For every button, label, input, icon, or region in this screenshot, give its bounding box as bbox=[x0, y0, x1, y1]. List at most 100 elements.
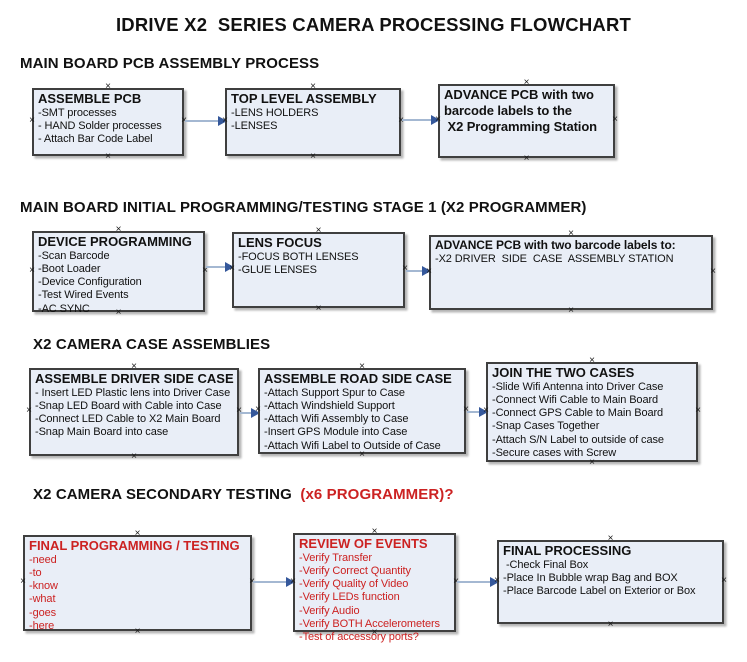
connection-point-icon bbox=[611, 115, 619, 125]
box-item: -need bbox=[29, 553, 57, 566]
box-item: -Verify LEDs function bbox=[299, 591, 400, 604]
connection-point-icon bbox=[523, 154, 531, 164]
connection-point-icon bbox=[358, 362, 366, 372]
box-item: -SMT processes bbox=[38, 106, 117, 119]
box-title: FINAL PROGRAMMING / TESTING bbox=[29, 538, 240, 553]
connection-point-icon bbox=[115, 225, 123, 235]
box-title: TOP LEVEL ASSEMBLY bbox=[231, 91, 377, 106]
box-item: - Attach Bar Code Label bbox=[38, 133, 153, 146]
box-item: -LENS HOLDERS bbox=[231, 106, 319, 119]
connection-point-icon bbox=[397, 116, 405, 126]
box-item: -GLUE LENSES bbox=[238, 264, 317, 277]
connection-point-icon bbox=[19, 577, 27, 587]
connection-point-icon bbox=[523, 78, 531, 88]
connection-point-icon bbox=[567, 306, 575, 316]
box-item: -Check Final Box bbox=[503, 558, 589, 571]
box-item: - Insert LED Plastic lens into Driver Ca… bbox=[35, 386, 231, 399]
box-item: -Snap Cases Together bbox=[492, 420, 600, 433]
flow-box-device-programming: DEVICE PROGRAMMING -Scan Barcode -Boot L… bbox=[32, 231, 205, 315]
flow-box-assemble-driver-side-case: ASSEMBLE DRIVER SIDE CASE - Insert LED P… bbox=[29, 368, 239, 456]
box-title: ADVANCE PCB with two barcode labels to: bbox=[435, 238, 676, 252]
connection-point-icon bbox=[709, 267, 717, 277]
connection-point-icon bbox=[28, 116, 36, 126]
box-title: REVIEW OF EVENTS bbox=[299, 536, 428, 551]
flow-box-final-processing: FINAL PROCESSING -Check Final Box -Place… bbox=[497, 540, 724, 624]
section-header-secondary-testing: X2 CAMERA SECONDARY TESTING (x6 PROGRAMM… bbox=[33, 486, 454, 503]
box-item: barcode labels to the bbox=[444, 102, 572, 118]
flow-box-assemble-pcb: ASSEMBLE PCB -SMT processes - HAND Solde… bbox=[32, 88, 184, 156]
connection-point-icon bbox=[462, 405, 470, 415]
box-item: -Place In Bubble wrap Bag and BOX bbox=[503, 572, 678, 585]
box-item: -Verify Quality of Video bbox=[299, 578, 409, 591]
box-item: -Slide Wifi Antenna into Driver Case bbox=[492, 380, 664, 393]
box-item: -AC SYNC bbox=[38, 302, 90, 315]
connection-point-icon bbox=[694, 406, 702, 416]
flow-box-lens-focus: LENS FOCUS -FOCUS BOTH LENSES -GLUE LENS… bbox=[232, 232, 405, 308]
box-item: -Device Configuration bbox=[38, 276, 142, 289]
box-item: -Connect GPS Cable to Main Board bbox=[492, 407, 664, 420]
flow-arrow bbox=[457, 577, 499, 587]
box-title: LENS FOCUS bbox=[238, 235, 322, 250]
box-item: -Verify BOTH Accelerometers bbox=[299, 617, 440, 630]
box-item: -Connect Wifi Cable to Main Board bbox=[492, 394, 659, 407]
box-title: ASSEMBLE ROAD SIDE CASE bbox=[264, 371, 452, 386]
connection-point-icon bbox=[434, 115, 442, 125]
connection-point-icon bbox=[401, 264, 409, 274]
flow-arrow bbox=[185, 116, 227, 126]
section-header-text: X2 CAMERA SECONDARY TESTING bbox=[33, 486, 297, 503]
box-title: ASSEMBLE PCB bbox=[38, 91, 142, 106]
box-item: -X2 DRIVER SIDE CASE ASSEMBLY STATION bbox=[435, 252, 674, 265]
box-item: -know bbox=[29, 580, 58, 593]
box-item: -Attach Support Spur to Case bbox=[264, 386, 405, 399]
box-item: -LENSES bbox=[231, 120, 278, 133]
flow-box-advance-pcb-driver-side-station: ADVANCE PCB with two barcode labels to: … bbox=[429, 235, 713, 310]
box-item: -Test Wired Events bbox=[38, 289, 129, 302]
flow-box-advance-pcb-programming-station: ADVANCE PCB with two barcode labels to t… bbox=[438, 84, 615, 158]
connection-point-icon bbox=[28, 266, 36, 276]
section-header-initial-programming: MAIN BOARD INITIAL PROGRAMMING/TESTING S… bbox=[20, 199, 587, 216]
box-title: DEVICE PROGRAMMING bbox=[38, 234, 192, 249]
connection-point-icon bbox=[130, 452, 138, 462]
box-item: -Attach S/N Label to outside of case bbox=[492, 433, 664, 446]
connection-point-icon bbox=[607, 534, 615, 544]
box-item: -Secure cases with Screw bbox=[492, 446, 617, 459]
connection-point-icon bbox=[425, 267, 433, 277]
connection-point-icon bbox=[588, 458, 596, 468]
connection-point-icon bbox=[567, 229, 575, 239]
box-item: -Scan Barcode bbox=[38, 249, 110, 262]
connection-point-icon bbox=[221, 116, 229, 126]
box-item: -Snap Main Board into case bbox=[35, 426, 169, 439]
flow-box-review-of-events: REVIEW OF EVENTS -Verify Transfer -Verif… bbox=[293, 533, 456, 643]
connection-point-icon bbox=[588, 356, 596, 366]
connection-point-icon bbox=[371, 527, 379, 537]
box-item: -goes bbox=[29, 606, 57, 619]
connection-point-icon bbox=[371, 628, 379, 638]
connection-point-icon bbox=[134, 529, 142, 539]
connection-point-icon bbox=[289, 577, 297, 587]
flow-box-top-level-assembly: TOP LEVEL ASSEMBLY -LENS HOLDERS -LENSES bbox=[225, 88, 401, 156]
connection-point-icon bbox=[134, 627, 142, 637]
connection-point-icon bbox=[309, 82, 317, 92]
box-item: -Attach Windshield Support bbox=[264, 400, 395, 413]
box-item: -Insert GPS Module into Case bbox=[264, 426, 408, 439]
connection-point-icon bbox=[607, 620, 615, 630]
box-item: -what bbox=[29, 593, 56, 606]
connection-point-icon bbox=[482, 406, 490, 416]
flow-arrow bbox=[253, 577, 295, 587]
box-item: -Connect LED Cable to X2 Main Board bbox=[35, 413, 221, 426]
flow-box-final-programming-testing: FINAL PROGRAMMING / TESTING -need -to -k… bbox=[23, 535, 252, 632]
box-item: -Boot Loader bbox=[38, 263, 101, 276]
flow-box-join-the-two-cases: JOIN THE TWO CASES -Slide Wifi Antenna i… bbox=[486, 362, 698, 462]
connection-point-icon bbox=[115, 308, 123, 318]
flow-arrow bbox=[402, 115, 440, 125]
connection-point-icon bbox=[315, 304, 323, 314]
section-header-red-note: (x6 PROGRAMMER)? bbox=[296, 486, 454, 503]
box-title: JOIN THE TWO CASES bbox=[492, 365, 635, 380]
box-item: -Attach Wifi Assembly to Case bbox=[264, 413, 409, 426]
connection-point-icon bbox=[315, 226, 323, 236]
connection-point-icon bbox=[254, 405, 262, 415]
box-title: ADVANCE PCB with two bbox=[444, 87, 594, 102]
connection-point-icon bbox=[25, 406, 33, 416]
connection-point-icon bbox=[235, 406, 243, 416]
box-item: - HAND Solder processes bbox=[38, 120, 162, 133]
